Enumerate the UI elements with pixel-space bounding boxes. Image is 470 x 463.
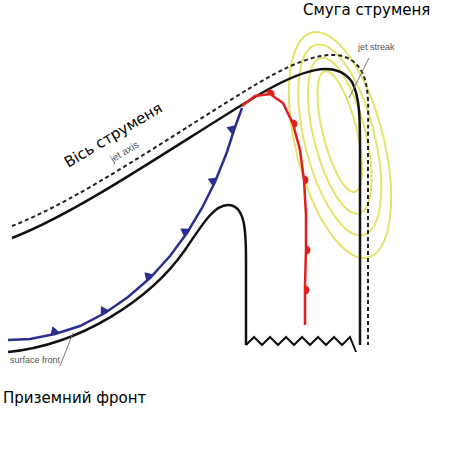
leader-line xyxy=(60,333,73,366)
warm-front-line xyxy=(242,94,306,325)
front-label-small: surface front xyxy=(10,355,60,365)
cold-front-symbols xyxy=(30,108,242,339)
occlusion-zigzag xyxy=(246,337,356,352)
front-label: Приземний фронт xyxy=(3,390,146,407)
streak-label-small: jet streak xyxy=(356,42,397,52)
surface-outline xyxy=(8,205,246,352)
jet-streak-isotachs xyxy=(269,22,411,268)
title-label: Смуга струменя xyxy=(303,2,430,19)
jet-axis-line xyxy=(12,55,368,345)
leader-line xyxy=(349,58,369,98)
upper-flow-line xyxy=(12,69,360,345)
cold-front-line xyxy=(8,108,242,340)
warm-front-symbols xyxy=(255,94,306,325)
